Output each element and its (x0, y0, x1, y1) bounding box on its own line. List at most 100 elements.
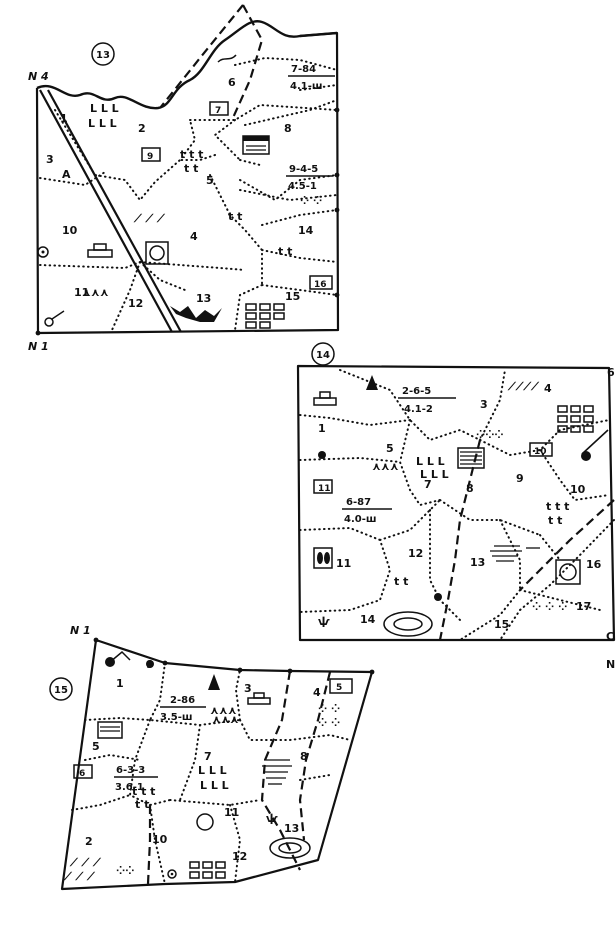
sheet-13-box-16-label: 16 (314, 280, 327, 290)
sheet-14-dashed-line (438, 439, 482, 641)
sheet-14-fraction-2-bottom: 4.0-ш (344, 514, 377, 525)
sheet-14-dots-symbol-b: ⁘⁘⁘ (476, 428, 504, 441)
sheet-13-comp-11: 11 (74, 286, 89, 299)
sheet-15-cut-symbol-b: ⋏⋏⋏ (212, 713, 239, 726)
sheet-14-box-10 (529, 442, 553, 457)
sheet-13-comp-14: 14 (298, 224, 314, 237)
sheet-14-comp-16: 16 (586, 558, 602, 571)
sheet-15-building-icon (97, 721, 123, 739)
sheet-13-comp-1: 1 (60, 112, 68, 125)
sheet-14-comp-11: 11 (336, 557, 351, 570)
sheet-13-comp-5: 5 (206, 174, 214, 187)
sheet-15-comp-11: 11 (224, 806, 239, 819)
sheet-15-nursery-icon (196, 813, 214, 831)
sheet-13-fraction-1-top: 7-84 (291, 64, 316, 75)
sheet-14-slash-symbol: ⟋⟋⟋⟋ (507, 380, 540, 393)
sheet-14-lake-icon (383, 611, 433, 637)
sheet-13-corner-n1: N 1 (28, 340, 49, 353)
sheet-13-comp-6: 6 (228, 76, 236, 89)
sheet-15-comp-5: 5 (92, 740, 100, 753)
sheet-15-dashed-line-c (298, 671, 332, 841)
sheet-15-comp-10: 10 (152, 833, 168, 846)
sheet-15-slash-symbol: ⟋ ⟋ ⟋ (69, 856, 102, 869)
sheet-15-slash-symbol-b: ⟋ ⟋ ⟋ (63, 870, 96, 883)
sheet-13-comp-8: 8 (284, 122, 292, 135)
sheet-13-road-a (39, 89, 173, 333)
sheet-15: 15 N 1 2-86 3.5-ш 6-3-3 3.6-1 1 2 3 4 5 … (49, 624, 375, 891)
sheet-13-comp-4: 4 (190, 230, 198, 243)
sheet-13-nursery-icon (145, 241, 169, 265)
sheet-14-comp-1: 1 (318, 422, 326, 435)
sheet-13: 13 N 4 N 1 1 2 3 4 5 6 8 10 11 12 13 14 … (28, 4, 340, 353)
sheet-15-well-icon (167, 869, 177, 879)
sheet-13-meadow-symbol: L L L (90, 102, 119, 115)
sheet-14-boundary (296, 364, 616, 642)
sheet-13-comp-3: 3 (46, 153, 54, 166)
sheet-14-number-ring (311, 342, 335, 366)
sheet-13-number-circle: 13 (96, 50, 110, 61)
sheet-15-trees-symbol-b: t t (135, 798, 149, 811)
sheet-13-tower-symbol: A (62, 168, 71, 181)
sheet-14-tower-icon (366, 375, 378, 390)
sheet-13-meadow-symbol-b: L L L (88, 117, 117, 130)
sheet-14-trees-symbol-b: t t (548, 514, 562, 527)
sheet-15-dashed-line-b (146, 805, 152, 885)
sheet-15-number-circle: 15 (54, 685, 68, 696)
sheet-15-comp-12: 12 (232, 850, 247, 863)
sheet-13-path-icon (217, 54, 237, 63)
sheet-14-edge-mark-6: 6 (607, 366, 615, 379)
sheet-15-bricks-icon (189, 861, 226, 879)
sheet-14-fraction-1-bottom: 4.1-2 (404, 404, 433, 415)
sheet-15-dots-symbol: ⁘ ⁘ (318, 702, 340, 715)
sheet-14-trees-symbol-c: t t (394, 575, 408, 588)
sheet-15-meadow-symbol-b: L L L (200, 779, 229, 792)
sheet-15-fraction-1-bottom: 3.5-ш (160, 712, 193, 723)
sheet-14-trees-symbol: t t t (546, 500, 569, 513)
sheet-13-box-16 (309, 275, 333, 290)
sheet-13-fraction-1-bottom: 4.1-ш (290, 81, 323, 92)
sheet-15-swamp-icon (262, 759, 292, 785)
sheet-14-building-icon (457, 447, 485, 469)
sheet-15-lake-icon (269, 837, 311, 859)
sheet-13-road-b (47, 89, 182, 333)
sheet-15-comp-7: 7 (204, 750, 212, 763)
sheet-14-comp-5: 5 (386, 442, 394, 455)
sheet-15-fraction-1-top: 2-86 (170, 695, 195, 706)
sheet-15-grass-symbol: ѱ (266, 812, 278, 825)
sheet-15-cut-symbol: ⋏⋏⋏ (210, 704, 237, 717)
sheet-13-dots-symbol: ⁘ ⁘ (300, 194, 322, 207)
sheet-14-comp-14: 14 (360, 613, 376, 626)
sheet-14-comp-12: 12 (408, 547, 423, 560)
sheet-15-dots-symbol-b: ⁘ ⁘ (318, 716, 340, 729)
sheet-13-building-roof-icon (243, 136, 269, 141)
sheet-13-number-ring (91, 42, 115, 66)
sheet-14-dotted-lines (299, 369, 610, 641)
sheet-14-box-11 (313, 479, 333, 494)
sheet-13-pole-icon (44, 317, 54, 327)
sheet-13-dashed-line-b (230, 4, 264, 121)
sheet-14-swamp-icon (490, 545, 540, 562)
sheet-15-pole-line-icon (109, 650, 131, 663)
sheet-13-well-icon (37, 246, 49, 258)
sheet-15-box-5-label: 5 (336, 683, 342, 693)
sheet-14-bricks-icon (557, 405, 594, 433)
sheet-13-box-9 (141, 147, 161, 162)
sheet-14-edge-mark-c: C (606, 630, 614, 643)
sheet-14-cut-symbol: ⋏⋏⋏ (372, 460, 399, 473)
sheet-14-comp-7: 7 (424, 478, 432, 491)
sheet-14-comp-13: 13 (470, 556, 485, 569)
sheet-15-log-stack-icon (247, 697, 271, 705)
sheet-15-number-ring (49, 677, 73, 701)
sheet-14-nursery-icon (555, 559, 581, 585)
sheet-13-box-7-label: 7 (215, 106, 221, 116)
sheet-14-comp-17: 17 (576, 600, 591, 613)
sheet-13-dashed-line (159, 4, 244, 109)
sheet-15-corner-n1: N 1 (70, 624, 91, 637)
sheet-13-log-stack-icon (87, 249, 113, 258)
sheet-14-spring-icon-b (434, 593, 442, 601)
sheet-13-fraction-2-top: 9-4-5 (289, 164, 318, 175)
sheet-13-box-9-label: 9 (147, 152, 153, 162)
sheet-15-spring-icon (146, 660, 154, 668)
sheet-15-trees-symbol: t t t (132, 785, 155, 798)
sheet-15-box-6 (73, 764, 93, 779)
